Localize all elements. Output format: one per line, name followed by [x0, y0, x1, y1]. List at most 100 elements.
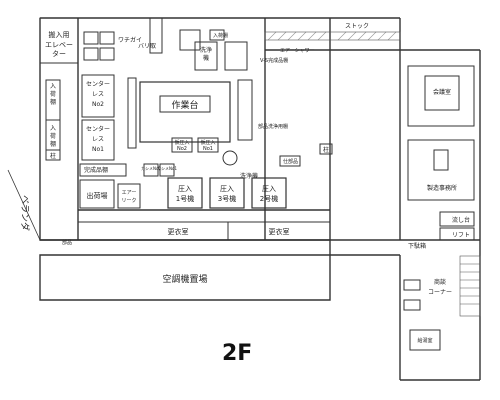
centerless-1-label-c: No1 — [92, 146, 104, 153]
lift — [439, 227, 475, 241]
elevator-label-line3: ター — [52, 49, 66, 58]
lift-label: リフト — [452, 232, 470, 239]
intake-shelf-top-box — [209, 29, 225, 41]
bari-machine — [149, 17, 163, 54]
meeting-room-label: 会議室 — [433, 88, 451, 96]
kashime-2-label: カシメNo2 — [141, 166, 161, 171]
press-temp-1 — [197, 137, 219, 153]
wash-shelf-label: 部品洗浄用棚 — [258, 123, 288, 130]
meeting-table — [424, 75, 460, 111]
bari-label: バリ取 — [138, 43, 156, 50]
shipping-label: 出荷場 — [87, 191, 108, 200]
press-1-label-a: 圧入 — [178, 185, 192, 193]
finished-goods-shelf — [79, 163, 127, 177]
press-temp-2-label-a: 仮圧入 — [174, 139, 189, 146]
equip-box-4 — [99, 47, 115, 61]
equip-box-5 — [179, 29, 201, 51]
stairs — [459, 255, 481, 317]
press-3 — [209, 177, 245, 209]
press-1 — [167, 177, 203, 209]
press-3-label-a: 圧入 — [220, 185, 234, 193]
locker-room-2 — [227, 221, 331, 241]
intake-left-1-label: 入 — [50, 83, 56, 90]
sink-label: 流し台 — [452, 216, 470, 224]
intake-left-2-label-b: 荷 — [50, 132, 56, 140]
stock-label: ストック — [345, 23, 369, 30]
workbench-label: 作業台 — [171, 99, 198, 111]
talk-table-1 — [403, 279, 421, 291]
workbench-side-shelf — [127, 77, 137, 149]
intake-left-2-label-c: 棚 — [50, 140, 56, 148]
press-2-label-b: 2号機 — [260, 194, 278, 203]
air-leak-machine — [117, 183, 141, 209]
press-2-label-a: 圧入 — [262, 185, 276, 193]
sink — [439, 211, 475, 227]
intake-left-1-label-c: 棚 — [50, 98, 56, 106]
veranda-label: ベランダ — [19, 195, 31, 231]
pillar-right-box — [319, 143, 333, 155]
parts-shelf-label: 仕部品 — [283, 158, 298, 165]
workbench — [159, 95, 211, 113]
kashime-1 — [159, 163, 175, 177]
equip-box-3 — [83, 47, 99, 61]
veranda-edge — [7, 169, 41, 241]
hot-water-label: 給湯室 — [417, 337, 432, 344]
ac-room-label: 空調機置場 — [162, 273, 207, 285]
finished-goods-label: 完成品棚 — [84, 166, 108, 174]
elevator — [39, 17, 79, 64]
talk-label-a: 商談 — [434, 278, 446, 286]
washer-circle — [222, 150, 238, 166]
locker-room-1-label: 更衣室 — [168, 227, 189, 236]
pillar-left-label: 柱 — [50, 152, 56, 160]
washer-label: 洗浄機 — [240, 172, 258, 180]
wachigai-label: ワチガイ — [118, 36, 142, 44]
press-temp-2-label-b: No2 — [177, 146, 187, 152]
shipping-area — [79, 179, 115, 209]
press-2 — [251, 177, 287, 209]
talk-table-2 — [403, 299, 421, 311]
wash-machine-label-b: 機 — [203, 54, 209, 62]
centerless-1-label-a: センター — [86, 125, 110, 133]
equip-box-2 — [99, 31, 115, 45]
intake-left-2-label: 入 — [50, 125, 56, 132]
meeting-room — [407, 65, 475, 127]
air-shower-label: エアーシャワー — [280, 48, 315, 54]
centerless-1 — [81, 119, 115, 161]
talk-label-b: コーナー — [428, 289, 452, 296]
floor-label: 2F — [222, 341, 252, 366]
stock-strip — [264, 31, 401, 41]
equip-box-1 — [83, 31, 99, 45]
centerless-2-label-b: レス — [92, 91, 104, 98]
shoe-box-label: 下駄箱 — [408, 242, 426, 250]
centerless-2 — [81, 74, 115, 118]
air-leak-label-a: エアー — [122, 190, 137, 196]
wash-machine-label-a: 洗浄 — [200, 46, 212, 54]
office-desk — [433, 149, 449, 171]
press-1-label-b: 1号機 — [176, 194, 194, 203]
wash-machine — [194, 41, 218, 71]
press-temp-1-label-b: No1 — [203, 146, 213, 152]
locker-room-2-label: 更衣室 — [269, 227, 290, 236]
press-3-label-b: 3号機 — [218, 194, 236, 203]
kashime-2 — [143, 163, 159, 177]
kashime-1-label: カシメNo1 — [157, 166, 177, 171]
workbench-area — [139, 81, 231, 143]
office-label: 製造事務所 — [427, 184, 457, 192]
pillar-right-label: 柱 — [323, 146, 329, 154]
vs-shelf-label: V-S完成品棚 — [260, 57, 288, 64]
elevator-label-line2: エレベー — [45, 41, 73, 49]
centerless-2-label-c: No2 — [92, 101, 104, 108]
air-leak-label-b: リーク — [121, 198, 136, 204]
centerless-2-label-a: センター — [86, 80, 110, 88]
intake-top-label: 入荷棚 — [213, 32, 228, 39]
press-temp-1-label-a: 仮圧入 — [200, 139, 215, 146]
centerless-1-label-b: レス — [92, 136, 104, 143]
parts-box-label: 部品 — [62, 239, 72, 246]
hot-water-room — [409, 329, 441, 351]
wash-parts-area — [224, 41, 248, 71]
press-temp-2 — [171, 137, 193, 153]
parts-shelf-box — [279, 155, 301, 167]
office-area — [407, 139, 475, 201]
pillar-left — [45, 149, 61, 161]
